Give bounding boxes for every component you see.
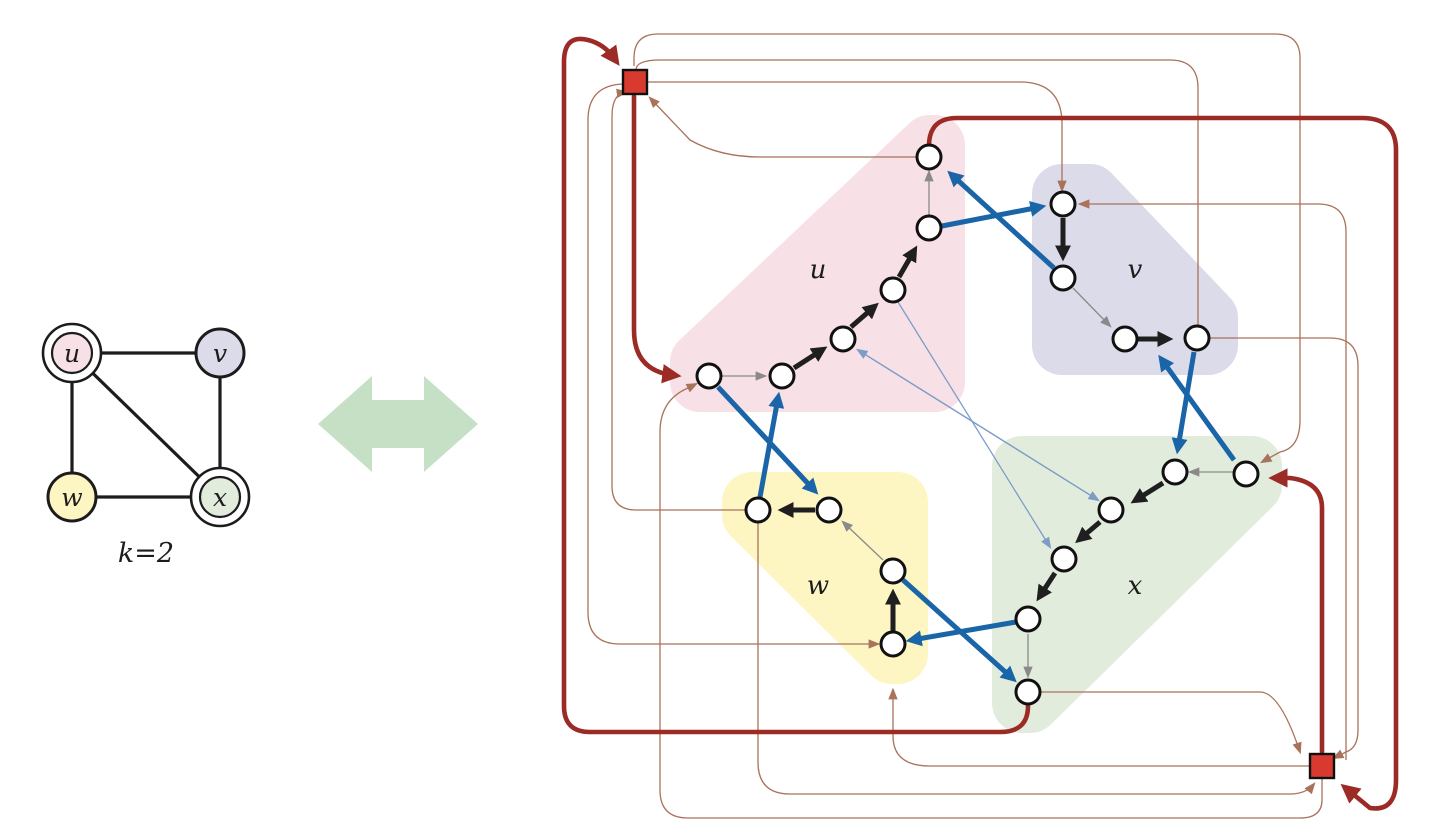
loop-edge <box>926 115 1399 811</box>
node <box>879 557 907 585</box>
region-x <box>992 436 1282 733</box>
cross-edge <box>905 619 1017 647</box>
chain-edge <box>849 302 879 329</box>
routing-edge <box>888 687 1310 767</box>
node <box>879 630 907 658</box>
node <box>879 276 907 304</box>
gray-edges <box>721 169 1233 679</box>
loop-edge <box>631 93 682 384</box>
vertex-x: x <box>189 466 251 528</box>
region-w-label: w <box>807 571 829 601</box>
routing-edge <box>635 59 1199 338</box>
cross-edge <box>1171 351 1197 455</box>
input-graph-edges <box>70 351 222 499</box>
routing-edge <box>1077 199 1347 760</box>
vertex-x-label: x <box>213 483 227 512</box>
node <box>768 362 796 390</box>
cross-edges <box>716 170 1237 683</box>
node <box>915 143 943 171</box>
vertex-u-label: u <box>64 339 80 368</box>
node <box>1049 190 1077 218</box>
node <box>915 214 943 242</box>
edge-u-x <box>70 351 222 499</box>
node <box>1014 605 1042 633</box>
node <box>1111 325 1139 353</box>
blue-thin-edges <box>856 301 1100 549</box>
cross-edge <box>947 170 1056 270</box>
chain-edge <box>896 245 918 279</box>
node <box>815 496 843 524</box>
node <box>829 325 857 353</box>
node <box>1097 496 1125 524</box>
blue-thin-edge <box>897 301 1052 549</box>
terminal-bottom-right <box>1308 752 1336 780</box>
cross-edge <box>941 200 1047 229</box>
node <box>1183 324 1211 352</box>
routing-edge <box>648 96 930 158</box>
node <box>744 496 772 524</box>
chain-edge <box>1036 571 1058 602</box>
double-headed-arrow-icon <box>318 376 478 472</box>
cross-edge <box>757 391 785 498</box>
chain-edge <box>1130 480 1165 504</box>
routing-edge <box>1198 337 1359 760</box>
chain-edges <box>777 218 1174 632</box>
node <box>1232 460 1260 488</box>
blue-thin-edge <box>857 349 1100 502</box>
node <box>1014 678 1042 706</box>
terminals <box>621 68 1336 780</box>
node <box>695 362 723 390</box>
node <box>1161 458 1189 486</box>
cross-edge <box>901 578 1017 683</box>
gadget-graph: u v w x <box>561 33 1399 819</box>
routing-edge <box>1028 691 1302 755</box>
chain-edge <box>792 346 828 371</box>
routing-edge <box>611 88 758 511</box>
region-x-label: x <box>1128 571 1143 601</box>
routing-edge <box>659 382 1323 819</box>
terminal-top-left <box>621 68 649 96</box>
vertex-w: w <box>46 471 98 523</box>
loop-edge <box>561 36 1031 735</box>
chain-edge <box>1075 520 1102 544</box>
routing-edge <box>757 510 1316 795</box>
input-graph: u v w x k=2 <box>41 322 251 569</box>
loop-edges <box>561 36 1399 811</box>
vertex-v: v <box>194 327 246 379</box>
node <box>1049 264 1077 292</box>
vertex-v-label: v <box>213 339 227 368</box>
gray-edge <box>841 520 884 561</box>
region-u-label: u <box>810 255 827 285</box>
cross-edge <box>1158 354 1237 462</box>
cross-edge <box>716 385 819 495</box>
gadget-nodes <box>695 143 1260 706</box>
region-v-label: v <box>1128 255 1143 285</box>
routing-edge <box>587 83 881 649</box>
region-labels: u v w x <box>807 255 1143 601</box>
routing-edge <box>648 81 1067 193</box>
vertex-w-label: w <box>61 483 82 512</box>
gray-edge <box>1072 287 1112 328</box>
parameter-label: k=2 <box>118 538 174 569</box>
loop-edge <box>1268 468 1325 755</box>
thin-routing-edges <box>587 33 1359 819</box>
vertex-u: u <box>41 322 103 384</box>
routing-edge <box>633 33 1301 464</box>
node <box>1050 545 1078 573</box>
